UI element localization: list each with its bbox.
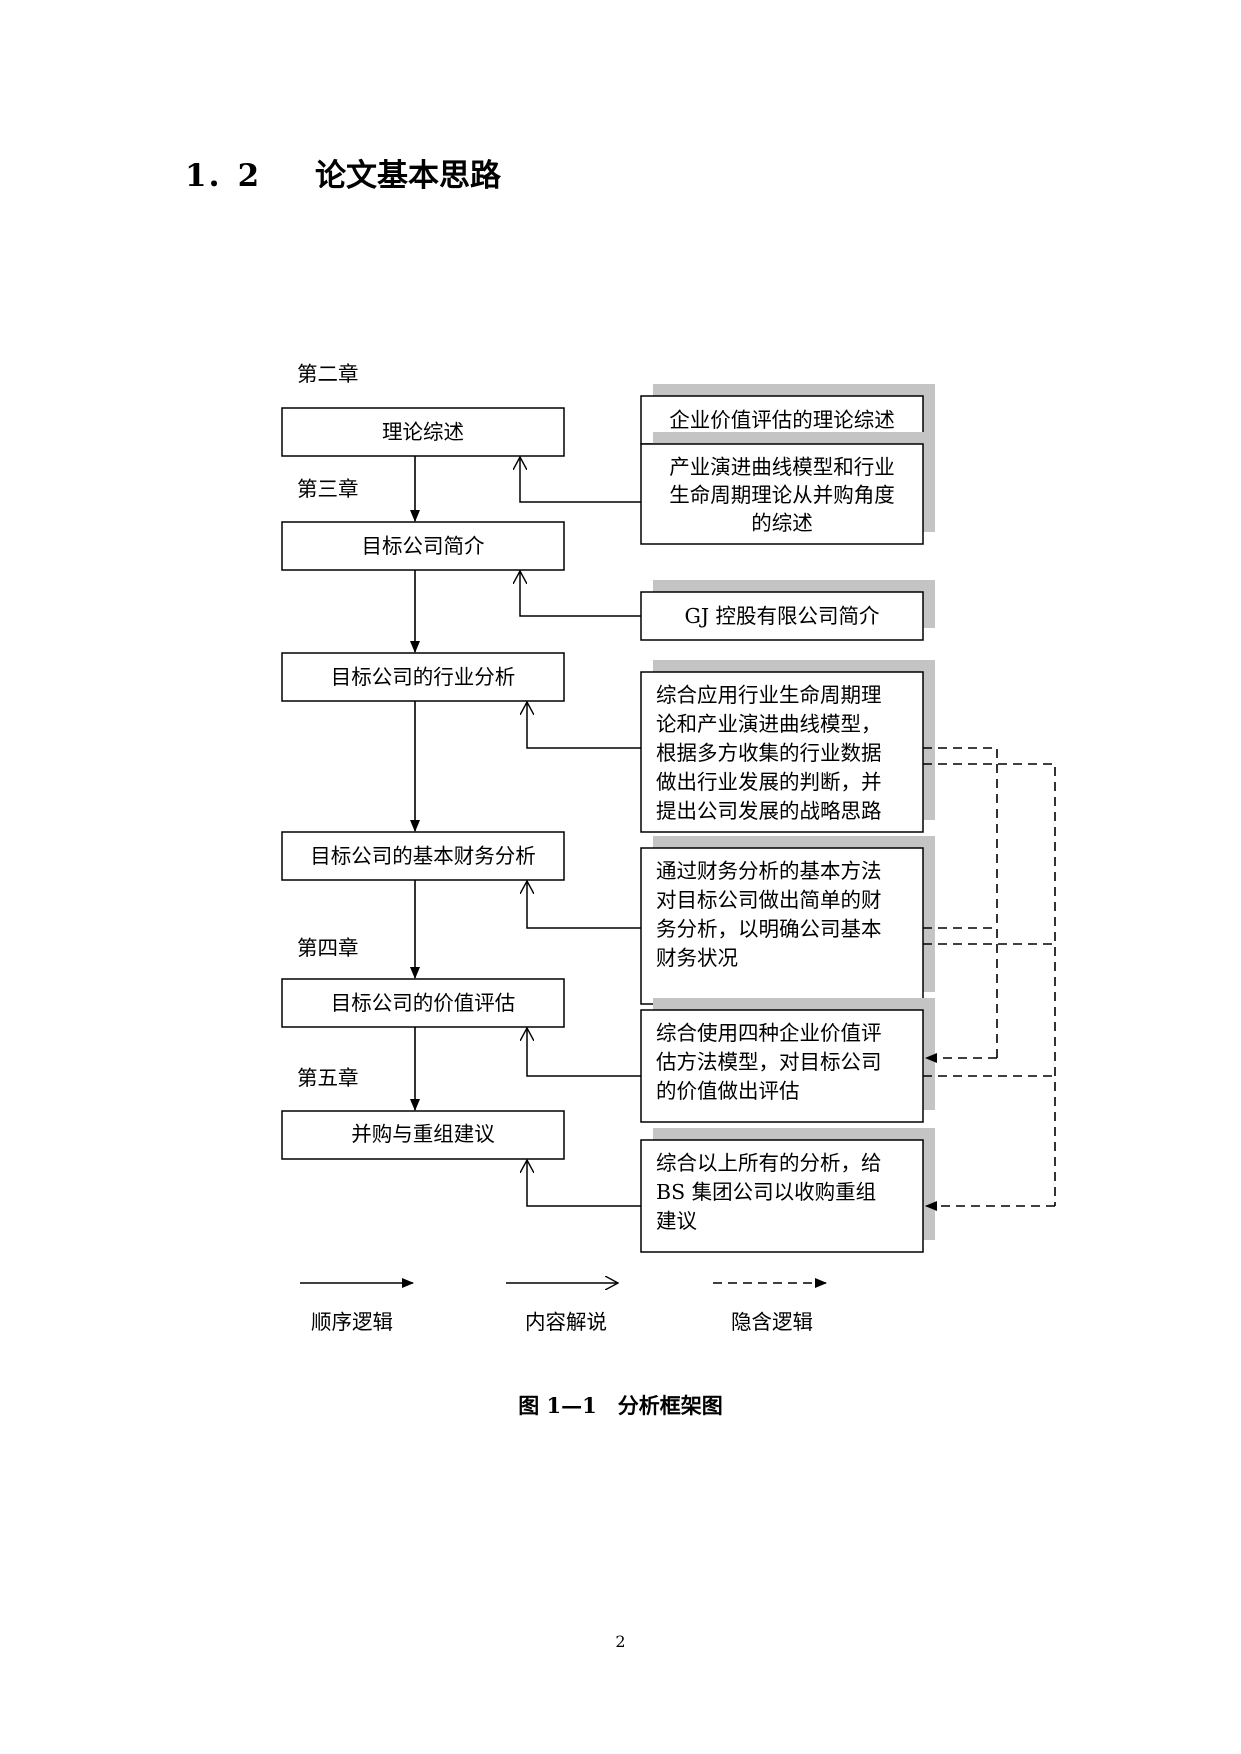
explanation-connector [520,457,641,503]
page-number: 2 [615,1632,626,1651]
main-step-label: 并购与重组建议 [351,1122,495,1146]
main-step-label: 目标公司的行业分析 [331,665,516,689]
explanation-line: 务分析，以明确公司基本 [656,917,882,941]
main-step-ma-advice: 并购与重组建议 [281,1110,565,1160]
explanation-connector [520,571,641,617]
explanation-box-3: GJ 控股有限公司简介 [640,580,935,641]
explanation-box-5: 通过财务分析的基本方法 对目标公司做出简单的财 务分析，以明确公司基本 财务状况 [640,836,935,1005]
main-step-valuation: 目标公司的价值评估 [281,978,565,1028]
explanation-box-4: 综合应用行业生命周期理 论和产业演进曲线模型， 根据多方收集的行业数据 做出行业… [640,660,935,833]
section-number: 1．2 [185,158,260,194]
legend-label-content: 内容解说 [525,1310,607,1334]
explanation-box-6: 综合使用四种企业价值评 估方法模型，对目标公司 的价值做出评估 [640,998,935,1123]
explanation-line: 综合以上所有的分析，给 [656,1151,882,1175]
explanation-connector [527,881,641,929]
explanation-line: 生命周期理论从并购角度 [669,483,895,507]
explanation-line: 做出行业发展的判断，并 [656,770,882,794]
explanation-line: 通过财务分析的基本方法 [656,859,882,883]
explanation-box-7: 综合以上所有的分析，给 BS 集团公司以收购重组 建议 [640,1128,935,1253]
explanation-line: 的综述 [751,511,813,535]
legend-label-sequence: 顺序逻辑 [311,1310,393,1334]
chapter-label-3: 第三章 [297,477,359,501]
chapter-label-2: 第二章 [297,362,359,386]
explanation-line: 产业演进曲线模型和行业 [669,455,895,479]
explanation-connector [527,702,641,749]
explanation-connector [527,1028,641,1077]
implicit-logic-lines [923,747,1056,1211]
explanation-line: 综合应用行业生命周期理 [656,683,882,707]
explanation-line: 财务状况 [656,946,738,970]
main-step-company-intro: 目标公司简介 [281,521,565,571]
explanation-line: 建议 [656,1209,697,1233]
explanation-connectors [520,457,641,1207]
main-step-label: 目标公司的价值评估 [331,991,516,1015]
explanation-line: 估方法模型，对目标公司 [656,1050,882,1074]
chapter-label-5: 第五章 [297,1066,359,1090]
section-title: 论文基本思路 [315,158,501,194]
explanation-line: 提出公司发展的战略思路 [656,799,882,823]
explanation-box-2: 产业演进曲线模型和行业 生命周期理论从并购角度 的综述 [640,432,935,545]
main-step-label: 理论综述 [382,420,464,444]
main-step-label: 目标公司简介 [362,534,485,558]
explanation-line: 企业价值评估的理论综述 [669,408,895,432]
explanation-connector [527,1160,641,1207]
figure-caption: 图 1—1 分析框架图 [518,1393,723,1418]
explanation-line: 综合使用四种企业价值评 [656,1021,882,1045]
implicit-logic-line [923,763,1056,1206]
explanation-line: GJ 控股有限公司简介 [684,604,880,628]
main-step-financial-analysis: 目标公司的基本财务分析 [281,831,565,881]
explanation-line: 的价值做出评估 [656,1079,800,1103]
explanation-line: 根据多方收集的行业数据 [656,741,882,765]
explanation-line: 对目标公司做出简单的财 [656,888,882,912]
section-heading: 1．2 论文基本思路 [185,150,501,195]
main-step-label: 目标公司的基本财务分析 [310,844,536,868]
explanation-line: 论和产业演进曲线模型， [656,712,882,736]
explanation-line: BS 集团公司以收购重组 [656,1180,876,1204]
legend-label-implicit: 隐含逻辑 [731,1310,813,1334]
chapter-label-4: 第四章 [297,936,359,960]
main-step-theory-review: 理论综述 [281,407,565,457]
legend: 顺序逻辑 内容解说 隐含逻辑 [300,1283,827,1334]
main-step-industry-analysis: 目标公司的行业分析 [281,652,565,702]
